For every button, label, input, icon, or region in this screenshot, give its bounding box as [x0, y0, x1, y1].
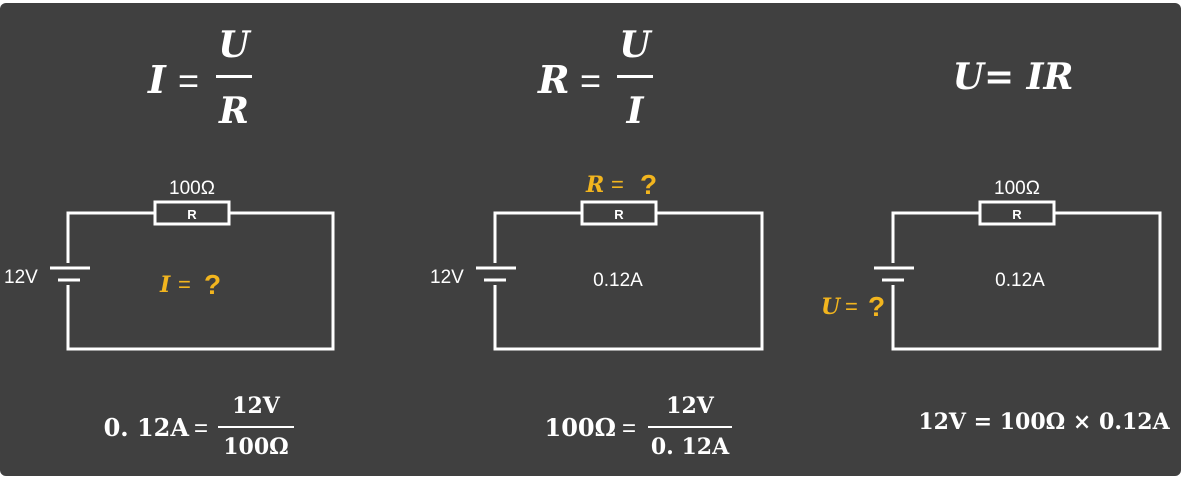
- resistor-label: R: [187, 207, 197, 222]
- unknown-var: I: [159, 272, 171, 298]
- calc-fraction-bar: [218, 426, 294, 428]
- formula-numerator: U: [218, 24, 252, 66]
- unknown-equals: =: [178, 272, 191, 297]
- unknown-question: ?: [640, 169, 657, 200]
- diagram-canvas: I = U R R 100Ω 12V I = ? 0. 12A = 12V 10…: [4, 24, 1171, 460]
- circuit-1: [50, 200, 335, 351]
- ohms-law-diagram: I = U R R 100Ω 12V I = ? 0. 12A = 12V 10…: [0, 3, 1181, 476]
- resistor: [580, 200, 658, 226]
- circuit-3: [874, 200, 1162, 351]
- resistor: [153, 200, 231, 226]
- unknown-current: I = ?: [159, 269, 221, 300]
- calc-equals: =: [622, 415, 636, 442]
- formula-denominator: I: [626, 90, 645, 132]
- resistor-label: R: [614, 207, 624, 222]
- wire: [891, 211, 1162, 351]
- formula-equals: =: [580, 60, 601, 101]
- calc-fraction-bar: [648, 426, 732, 428]
- unknown-question: ?: [204, 269, 221, 300]
- current-label: 0.12A: [593, 270, 643, 291]
- resistance-label: 100Ω: [994, 178, 1040, 199]
- wire: [66, 211, 335, 351]
- wire: [891, 211, 980, 263]
- formula-fraction-bar: [617, 75, 653, 78]
- formula-current: I = U R: [147, 24, 252, 132]
- unknown-resistance: R = ?: [585, 169, 657, 200]
- current-label: 0.12A: [995, 270, 1045, 291]
- resistor-label: R: [1012, 207, 1022, 222]
- wire: [493, 211, 764, 351]
- calc-equals: =: [194, 415, 208, 442]
- formula-equals: =: [178, 60, 199, 101]
- calc-numerator: 12V: [666, 393, 715, 419]
- wire: [493, 211, 582, 263]
- calc-denominator: 100Ω: [223, 434, 289, 460]
- formula-resistance: R = U I: [537, 24, 653, 132]
- calc-lhs: 0. 12A: [104, 413, 190, 442]
- unknown-question: ?: [868, 291, 885, 322]
- formula-lhs: I: [147, 57, 167, 102]
- calc-numerator: 12V: [232, 393, 281, 419]
- unknown-var: U: [821, 294, 842, 320]
- voltage-label: 12V: [4, 267, 38, 288]
- calc-current: 0. 12A = 12V 100Ω: [104, 393, 294, 460]
- resistor: [978, 200, 1056, 226]
- calc-denominator: 0. 12A: [651, 434, 730, 460]
- calc-voltage: 12V = 100Ω × 0.12A: [918, 409, 1170, 435]
- formula-voltage: U= IR: [953, 56, 1074, 98]
- calc-lhs: 100Ω: [545, 413, 616, 442]
- resistance-label: 100Ω: [169, 178, 215, 199]
- unknown-equals: =: [611, 172, 624, 197]
- unknown-equals: =: [845, 294, 858, 319]
- formula-numerator: U: [619, 24, 653, 66]
- circuit-2: [476, 200, 764, 351]
- formula-fraction-bar: [216, 75, 252, 78]
- unknown-var: R: [585, 172, 604, 198]
- wire: [66, 211, 155, 263]
- calc-resistance: 100Ω = 12V 0. 12A: [545, 393, 732, 460]
- formula-denominator: R: [218, 90, 249, 132]
- voltage-label: 12V: [430, 267, 464, 288]
- formula-lhs: R: [537, 57, 570, 102]
- unknown-voltage: U = ?: [821, 291, 885, 322]
